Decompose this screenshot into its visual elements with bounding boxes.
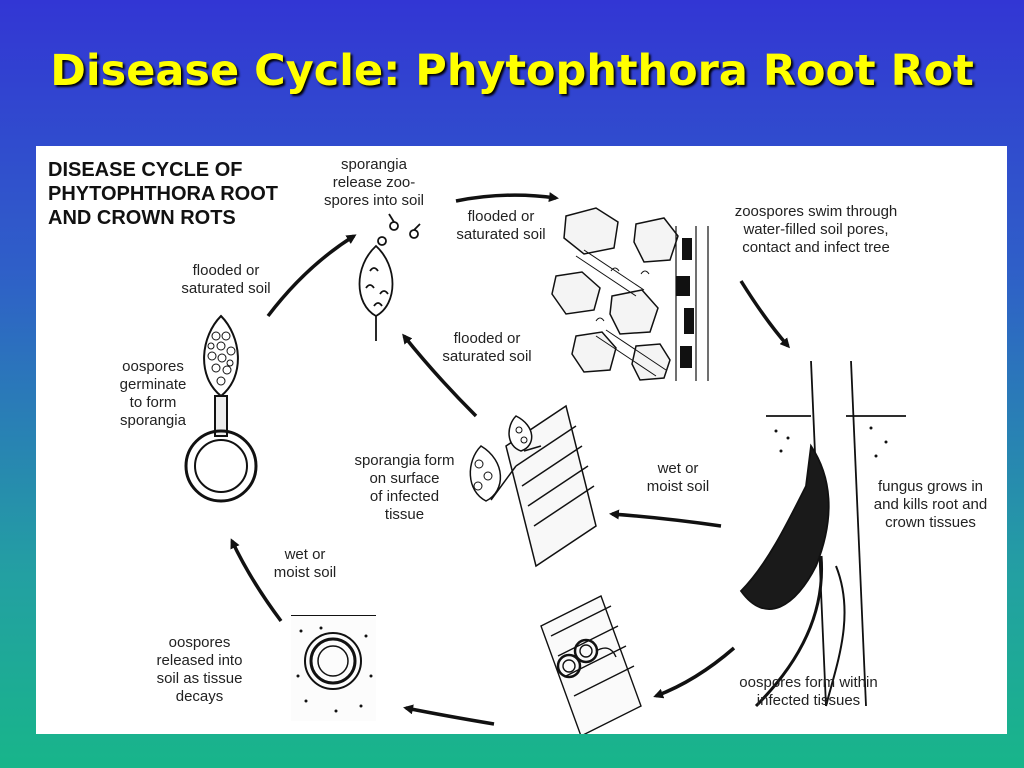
sporangium-release-illustration	[358, 213, 421, 341]
arrow-tree-to-oospores-form	[653, 646, 736, 699]
arrow-flooded-to-release	[266, 234, 357, 318]
disease-cycle-diagram: DISEASE CYCLE OF PHYTOPHTHORA ROOT AND C…	[36, 146, 1007, 734]
label-oospores-form: oospores form within infected tissues	[739, 674, 878, 709]
label-fungus-grows: fungus grows in and kills root and crown…	[873, 478, 988, 531]
oospores-in-tissue-illustration	[540, 595, 642, 734]
germinating-oospore-illustration	[184, 314, 258, 503]
slide-title: Disease Cycle: Phytophthora Root Rot	[50, 46, 974, 96]
soil-pores-illustration	[551, 207, 709, 381]
label-wet-moist-left: wet or moist soil	[273, 546, 337, 581]
label-wet-moist-center: wet or moist soil	[646, 460, 710, 495]
label-oospores-germinate: oospores germinate to form sporangia	[119, 358, 187, 429]
arrow-sporangia-to-flooded	[455, 192, 559, 203]
label-sporangia-release: sporangia release zoo- spores into soil	[323, 156, 425, 209]
diagram-heading: DISEASE CYCLE OF PHYTOPHTHORA ROOT AND C…	[48, 159, 279, 229]
arrow-zoospores-to-tree	[739, 280, 790, 349]
arrow-oospores-form-to-released	[403, 704, 495, 726]
infected-tree-illustration	[739, 360, 906, 708]
cycle-arrows	[230, 192, 790, 726]
oospore-in-soil-illustration	[291, 615, 376, 721]
arrow-released-to-germinate	[230, 538, 283, 623]
label-oospores-released: oospores released into soil as tissue de…	[156, 634, 243, 705]
sporangia-on-tissue-illustration	[469, 404, 597, 568]
diagram-illustration	[184, 192, 906, 734]
arrow-tree-to-sporangia-form	[609, 509, 722, 528]
label-zoospores-swim: zoospores swim through water-filled soil…	[734, 203, 898, 256]
label-sporangia-form: sporangia form on surface of infected ti…	[354, 452, 455, 523]
label-flooded-center: flooded or saturated soil	[442, 330, 532, 365]
label-flooded-top-right: flooded or saturated soil	[456, 208, 546, 243]
arrow-sporangia-form-to-release	[402, 333, 478, 418]
label-flooded-top-left: flooded or saturated soil	[181, 262, 271, 297]
